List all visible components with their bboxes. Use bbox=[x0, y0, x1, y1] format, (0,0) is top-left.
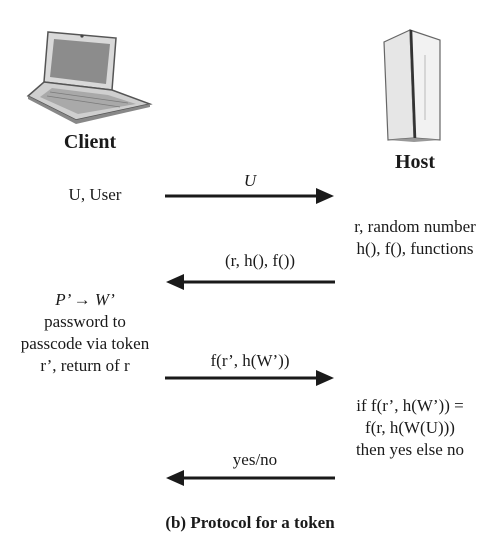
message-arrow-2 bbox=[166, 274, 335, 290]
client-note-line-4: r’, return of r bbox=[40, 356, 130, 375]
message-arrow-4 bbox=[166, 470, 335, 486]
client-note-line-3: passcode via token bbox=[20, 334, 150, 353]
message-label-1: U bbox=[243, 171, 257, 190]
host-note-line-2: h(), f(), functions bbox=[356, 239, 474, 258]
message-arrow-1 bbox=[165, 188, 334, 204]
client-label: Client bbox=[63, 131, 117, 153]
laptop-icon bbox=[26, 31, 153, 124]
host-check-line-3: then yes else no bbox=[355, 440, 465, 459]
host-label: Host bbox=[395, 151, 435, 173]
message-label-2: (r, h(), f()) bbox=[224, 251, 296, 270]
client-note-line-1: P’ → W’ bbox=[55, 290, 115, 309]
server-icon bbox=[383, 29, 441, 142]
figure-caption: (b) Protocol for a token bbox=[165, 513, 335, 532]
message-label-4: yes/no bbox=[232, 450, 278, 469]
client-user-note: U, User bbox=[68, 185, 122, 204]
client-note-line-2: password to bbox=[44, 312, 126, 331]
host-note-line-1: r, random number bbox=[354, 217, 476, 236]
host-check-line-1: if f(r’, h(W’)) = bbox=[356, 396, 464, 415]
message-arrow-3 bbox=[165, 370, 334, 386]
message-label-3: f(r’, h(W’)) bbox=[210, 351, 290, 370]
host-check-line-2: f(r, h(W(U))) bbox=[365, 418, 455, 437]
